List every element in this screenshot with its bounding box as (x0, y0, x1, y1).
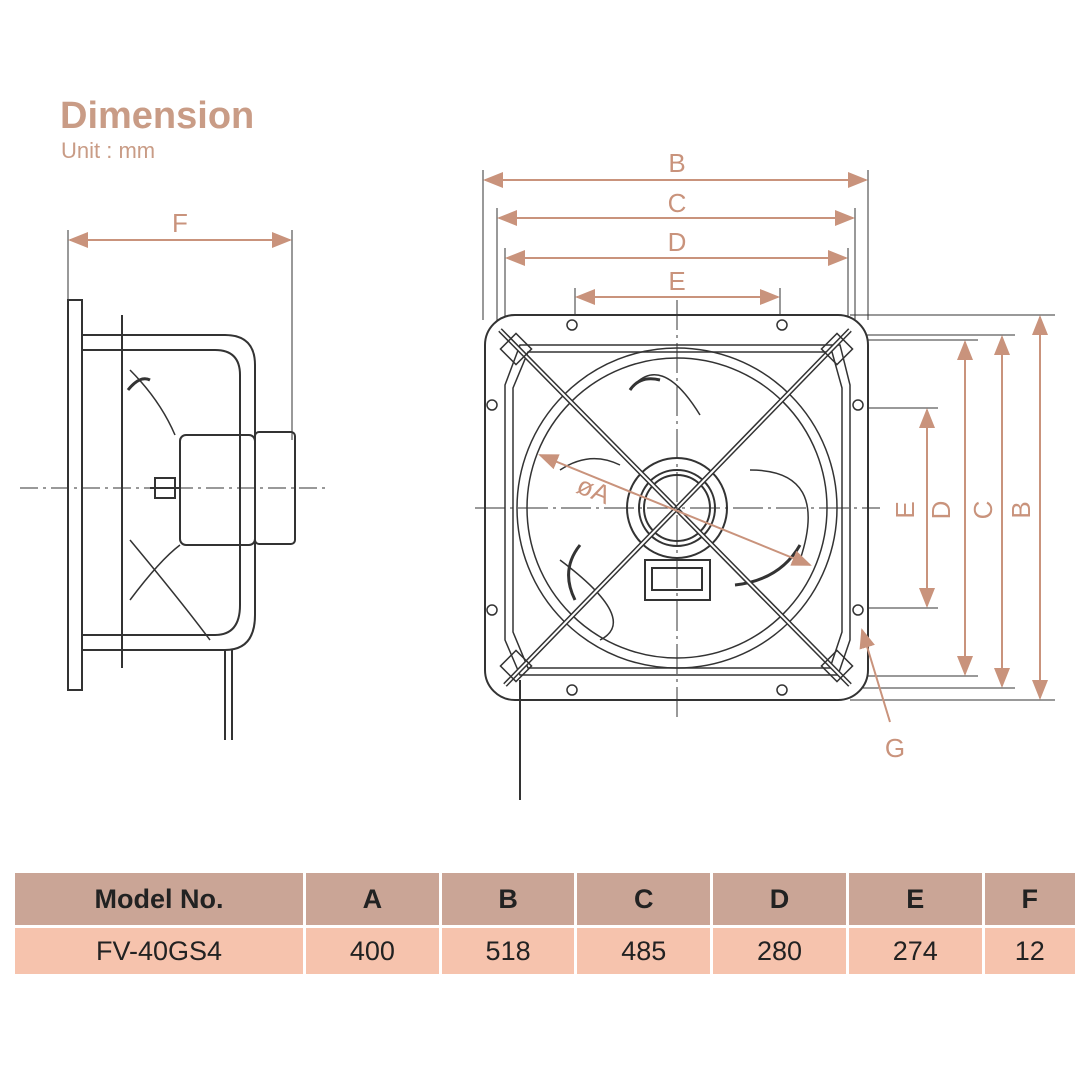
table-header-row: Model No. A B C D E F (15, 873, 1075, 925)
dimension-f: F (68, 208, 292, 248)
label-f: F (172, 208, 188, 238)
table-row: FV-40GS4 400 518 485 280 274 12 (15, 928, 1075, 974)
cell-c: 485 (577, 928, 711, 974)
header-model: Model No. (15, 873, 303, 925)
cell-model: FV-40GS4 (15, 928, 303, 974)
label-e-side: E (890, 501, 920, 518)
label-e-top: E (668, 266, 685, 296)
header-d: D (713, 873, 846, 925)
header-a: A (306, 873, 439, 925)
side-view (20, 230, 325, 740)
cell-a: 400 (306, 928, 439, 974)
cell-b: 518 (441, 928, 575, 974)
label-d-side: D (926, 501, 956, 520)
label-c-top: C (668, 188, 687, 218)
label-d-top: D (668, 227, 687, 257)
unit-label: Unit : mm (61, 138, 156, 163)
fan-drawing: F (20, 148, 1055, 800)
dimension-table: Model No. A B C D E F FV-40GS4 400 518 4… (12, 870, 1078, 977)
label-c-side: C (968, 501, 998, 520)
cell-d: 280 (713, 928, 846, 974)
cell-e: 274 (848, 928, 982, 974)
header-c: C (577, 873, 711, 925)
front-view (475, 170, 1055, 800)
page-title: Dimension (60, 95, 255, 137)
header-b: B (441, 873, 575, 925)
header-e: E (848, 873, 982, 925)
label-b-top: B (668, 148, 685, 178)
cell-f: 12 (984, 928, 1075, 974)
label-b-side: B (1006, 501, 1036, 518)
front-dimensions (483, 172, 1048, 723)
header-f: F (984, 873, 1075, 925)
label-g: G (885, 733, 905, 763)
